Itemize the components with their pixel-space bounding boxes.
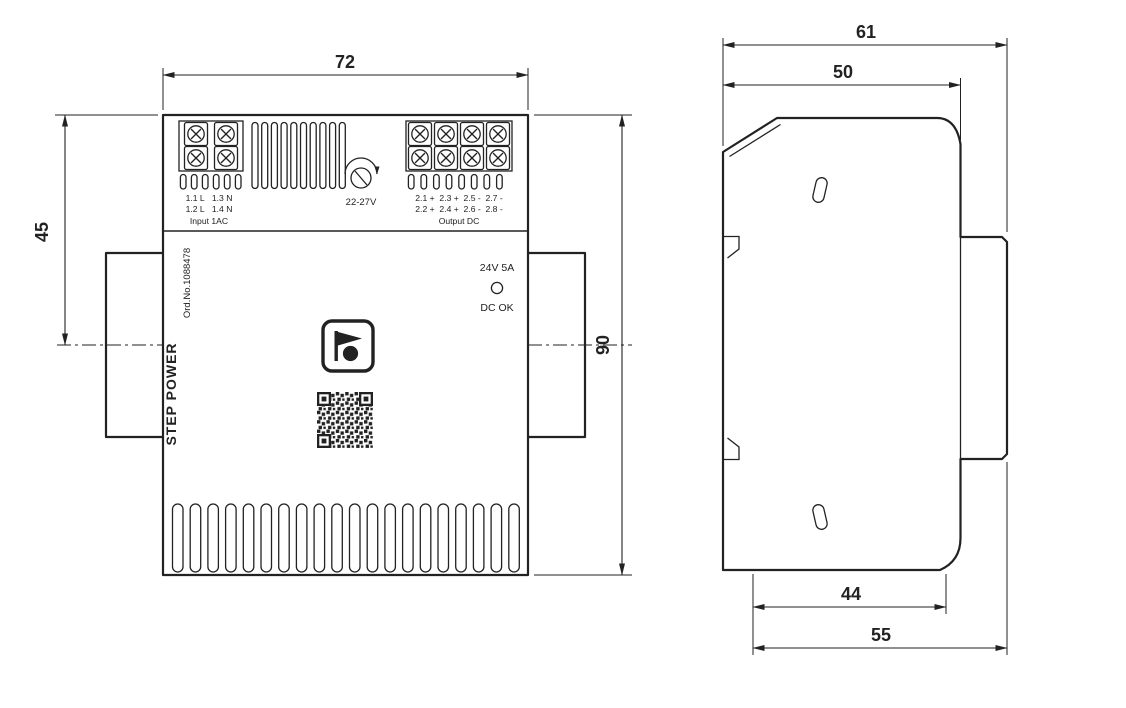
input-block-label: Input 1AC	[190, 216, 228, 226]
input-terminal-row1-label: 1.1 L 1.3 N	[186, 193, 233, 203]
side-view: 61 50 44 55	[721, 22, 1009, 655]
bottom-vent-slots	[171, 503, 520, 573]
rating-label: 24V 5A	[480, 262, 514, 274]
phoenix-contact-logo	[321, 319, 375, 373]
output-wire-slots	[407, 173, 503, 190]
mounting-hole-top	[812, 177, 828, 203]
dim-width-value: 72	[335, 52, 355, 72]
dim-bottom-inner-44: 44	[752, 574, 947, 655]
dc-ok-led	[490, 281, 504, 295]
input-terminal-row2-label: 1.2 L 1.4 N	[186, 204, 233, 214]
dim-upper-height-45: 45	[32, 114, 158, 346]
dim-depth-body-50: 50	[722, 62, 961, 140]
input-terminal-block	[178, 120, 244, 190]
dim-bottom-total-55: 55	[752, 462, 1008, 655]
order-number-label: Ord.No.1088478	[182, 248, 193, 318]
output-terminal-row2-label: 2.2 + 2.4 + 2.6 - 2.8 -	[415, 204, 503, 214]
dim-depth-total-61: 61	[722, 22, 1008, 232]
adjust-range-label: 22-27V	[346, 197, 377, 208]
qr-code	[317, 392, 373, 448]
device-body-side	[721, 116, 1009, 572]
dim-height-90: 90	[534, 114, 632, 576]
output-terminal-row1-label: 2.1 + 2.3 + 2.5 - 2.7 -	[415, 193, 503, 203]
mounting-hole-bottom	[812, 504, 828, 530]
left-flange	[104, 251, 163, 439]
product-name-label: STEP POWER	[163, 342, 179, 445]
dim-width-72: 72	[162, 52, 529, 110]
voltage-adjust-pot[interactable]	[344, 157, 380, 189]
input-wire-slots	[179, 173, 242, 190]
front-view: 1.1 L 1.3 N 1.2 L 1.4 N Input 1AC 22-27V…	[32, 52, 632, 577]
chamfer-inner-line	[729, 123, 781, 158]
right-flange	[528, 251, 587, 439]
top-vent-slots	[251, 121, 346, 190]
dim-depth-total-value: 61	[856, 22, 876, 42]
din-rail-notch-top	[723, 235, 740, 259]
dim-bottom-total-value: 55	[871, 625, 891, 645]
dim-upper-height-value: 45	[32, 222, 52, 242]
dim-depth-body-value: 50	[833, 62, 853, 82]
din-rail-notch-bottom	[723, 437, 740, 461]
adjust-arrow-icon	[344, 157, 380, 175]
dim-height-value: 90	[593, 335, 613, 355]
dim-bottom-inner-value: 44	[841, 584, 861, 604]
dc-ok-label: DC OK	[480, 302, 513, 314]
output-terminal-block	[405, 120, 513, 190]
output-block-label: Output DC	[439, 216, 480, 226]
